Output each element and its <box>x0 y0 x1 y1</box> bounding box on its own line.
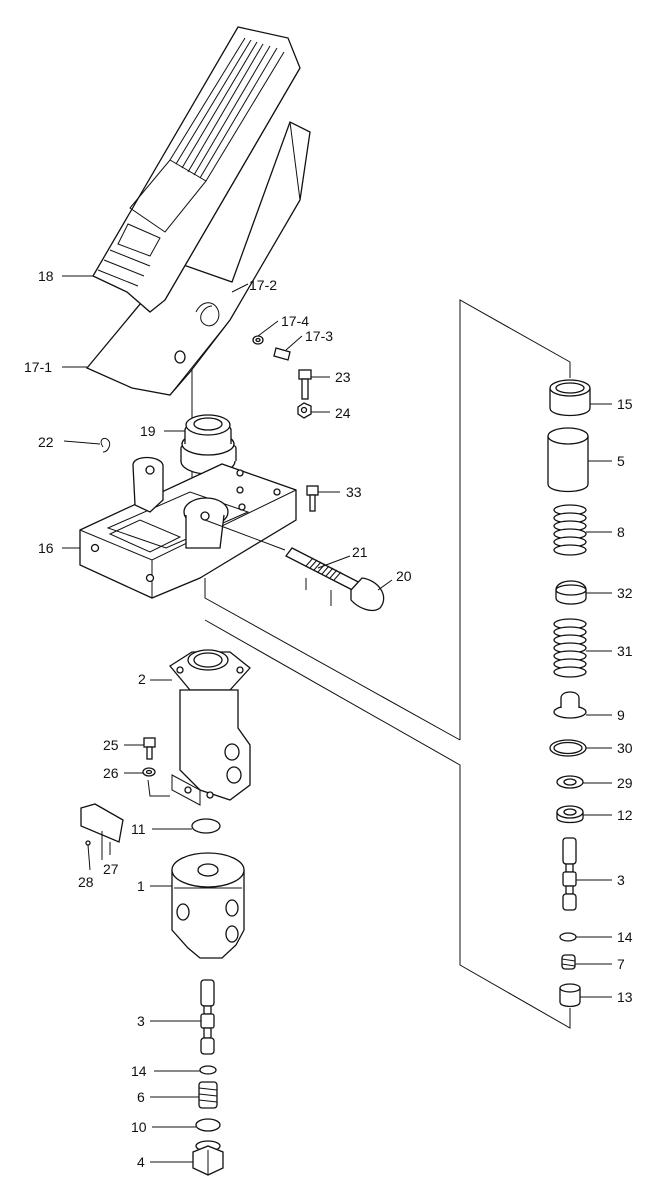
housing-2 <box>147 649 251 806</box>
callout-33: 33 <box>346 484 362 500</box>
spring-6 <box>198 1081 218 1109</box>
bushing-15 <box>549 379 591 417</box>
ring-14-left <box>199 1065 217 1075</box>
sleeve-5 <box>547 427 589 493</box>
screw-33 <box>306 485 319 512</box>
callout-29: 29 <box>617 775 633 791</box>
assembly-outline <box>204 299 571 1029</box>
plug-4 <box>192 1140 224 1176</box>
callout-31: 31 <box>617 643 633 659</box>
callout-32: 32 <box>617 585 633 601</box>
callout-20: 20 <box>396 568 412 584</box>
knob-20 <box>350 577 385 612</box>
bolt-17-3 <box>273 347 291 361</box>
callout-21: 21 <box>352 544 368 560</box>
pedal-tread <box>97 37 285 287</box>
cap-13 <box>559 983 581 1008</box>
callout-labels: 18 17-2 17-4 17-3 17-1 23 24 19 22 33 16… <box>24 268 633 1170</box>
washer-29 <box>556 775 584 789</box>
callout-3-left: 3 <box>137 1013 145 1029</box>
callout-2: 2 <box>138 671 146 687</box>
callout-3-right: 3 <box>617 872 625 888</box>
callout-7: 7 <box>617 956 625 972</box>
callout-10: 10 <box>131 1119 147 1135</box>
callout-17-1: 17-1 <box>24 359 52 375</box>
callout-17-4: 17-4 <box>281 313 309 329</box>
ring-12 <box>556 805 584 824</box>
spring-8 <box>553 504 587 556</box>
callout-24: 24 <box>335 405 351 421</box>
callout-9: 9 <box>617 707 625 723</box>
clip-22 <box>100 437 111 453</box>
bolt-23-head <box>298 369 312 380</box>
callout-14-left: 14 <box>131 1063 147 1079</box>
pedal-fasteners <box>195 302 312 419</box>
callout-14-right: 14 <box>617 929 633 945</box>
bolt-23-shank <box>301 378 309 400</box>
spring-7 <box>561 954 576 970</box>
callout-1: 1 <box>137 878 145 894</box>
o-ring-11 <box>191 818 221 834</box>
callout-27: 27 <box>103 861 119 877</box>
valve-body-1 <box>171 852 245 959</box>
callout-8: 8 <box>617 524 625 540</box>
callout-17-2: 17-2 <box>249 277 277 293</box>
cap-32 <box>555 580 587 605</box>
boot-19 <box>180 414 237 475</box>
callout-18: 18 <box>38 268 54 284</box>
callout-19: 19 <box>140 423 156 439</box>
ring-14-right <box>559 932 577 942</box>
callout-26: 26 <box>103 765 119 781</box>
callout-25: 25 <box>103 737 119 753</box>
callout-16: 16 <box>38 540 54 556</box>
spring-17-2 <box>195 302 220 327</box>
callout-6: 6 <box>137 1089 145 1105</box>
callout-11: 11 <box>131 821 146 837</box>
callout-17-3: 17-3 <box>305 328 333 344</box>
nameplate-27 <box>80 803 124 860</box>
pedal-pivot-hole <box>174 350 186 364</box>
bracket-16 <box>132 456 164 513</box>
spool-3-right <box>562 837 577 911</box>
callout-23: 23 <box>335 369 351 385</box>
callout-30: 30 <box>617 740 633 756</box>
callout-5: 5 <box>617 453 625 469</box>
callout-15: 15 <box>617 396 633 412</box>
washer-26 <box>142 767 156 777</box>
base-plate-16 <box>79 456 297 599</box>
callout-13: 13 <box>617 989 633 1005</box>
spring-31 <box>553 618 587 678</box>
leader-lines <box>62 275 612 1163</box>
o-ring-10 <box>195 1118 221 1132</box>
callout-22: 22 <box>38 434 54 450</box>
callout-28: 28 <box>78 874 94 890</box>
seat-9 <box>553 691 587 719</box>
callout-4: 4 <box>137 1154 145 1170</box>
snap-ring-30 <box>549 739 587 757</box>
callout-12: 12 <box>617 807 633 823</box>
bolt-25 <box>143 737 156 760</box>
spool-3-left <box>200 979 215 1055</box>
